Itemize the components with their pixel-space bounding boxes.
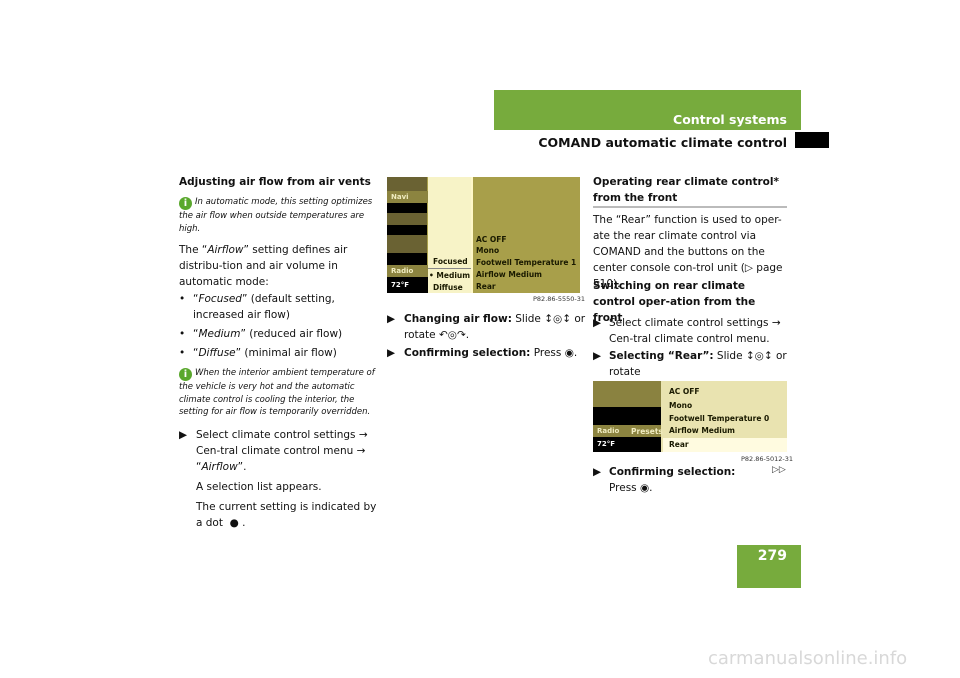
dot-icon: ● [229,516,239,529]
bullet-focused: •“Focused” (default setting, increased a… [179,293,335,321]
ac-off-item-2: AC OFF [669,387,700,396]
presets-tab: Presets [631,427,663,436]
mono-item: Mono [476,246,500,255]
bullet-diffuse: •“Diffuse” (minimal air flow) [179,347,337,359]
step-changing-airflow: ▶ Changing air flow: Slide ↕◎↕ or rotate… [387,313,586,341]
arrow-bullet-icon: ▶ [179,428,188,441]
airflow-item: Airflow Medium [476,270,542,279]
slide-controller-icon: ↕◎↕ [745,350,773,362]
navi-tab: Navi [387,191,431,203]
figure-code-2: P82.86-5012-31 [741,455,794,463]
radio-tab: Radio [387,265,431,277]
arrow-bullet-icon: ▶ [593,317,602,329]
heading-airflow: Adjusting air flow from air vents [179,176,371,188]
footwell-item-2: Footwell Temperature 0 [669,414,770,423]
footwell-item: Footwell Temperature 1 [476,258,577,267]
temperature-readout: 72°F [387,277,431,293]
page-number: 279 [757,548,787,564]
radio-tab-2: Radio [597,427,620,435]
step-confirm-2: ▶ Confirming selection: Press ◉. [593,466,736,494]
airflow-item-2: Airflow Medium [669,426,735,435]
bullet-medium: •“Medium” (reduced air flow) [179,328,343,340]
header-band [494,90,801,130]
slide-controller-icon: ↕◎↕ [544,313,571,325]
comand-screen-rear: Radio 72°F Presets AC OFF Mono Footwell … [593,381,787,452]
rear-description: The “Rear” function is used to oper-ate … [593,214,783,290]
arrow-bullet-icon: ▶ [387,347,396,359]
subheading-switch-on: Switching on rear climate control oper-a… [593,280,756,324]
page-number-band [737,545,801,588]
mono-item-2: Mono [669,401,693,410]
airflow-selection-list [428,177,471,293]
press-controller-icon: ◉ [639,482,650,494]
arrow-bullet-icon: ▶ [593,466,602,478]
airflow-description: The “Airflow” setting defines air distri… [179,244,348,288]
rear-item-2: Rear [669,440,689,449]
step-select-settings: ▶Select climate control settings → Cen-t… [593,317,781,345]
subsection-title: COMAND automatic climate control [538,135,787,150]
continue-marker-icon: ▷▷ [772,465,786,475]
option-diffuse: Diffuse [433,283,463,292]
comand-screen-airflow: Navi Radio 72°F Focused • Medium Diffuse… [387,177,580,293]
rotate-controller-icon: ↶◎↷ [438,329,466,341]
temperature-readout-2: 72°F [593,437,661,452]
figure-code-1: P82.86-5550-31 [533,295,586,303]
heading-rule [593,206,787,208]
arrow-bullet-icon: ▶ [593,350,602,362]
option-focused: Focused [433,257,468,266]
option-medium: • Medium [429,271,471,280]
step-select-airflow: ▶ Select climate control settings → Cen-… [179,428,377,529]
rear-item: Rear [476,282,496,291]
press-controller-icon: ◉ [564,347,574,359]
info-icon: i [179,368,192,381]
info-icon: i [179,197,192,210]
section-title: Control systems [673,112,787,127]
step-selecting-rear: ▶ Selecting “Rear”: Slide ↕◎↕ or rotate↶… [593,348,788,396]
arrow-bullet-icon: ▶ [387,313,396,325]
ac-off-item: AC OFF [476,235,507,244]
heading-rear-climate: Operating rear climate control* from the… [593,176,779,204]
header-marker [795,132,829,148]
watermark: carmanualsonline.info [708,648,908,669]
step-confirm-1: ▶ Confirming selection: Press ◉. [387,347,578,359]
